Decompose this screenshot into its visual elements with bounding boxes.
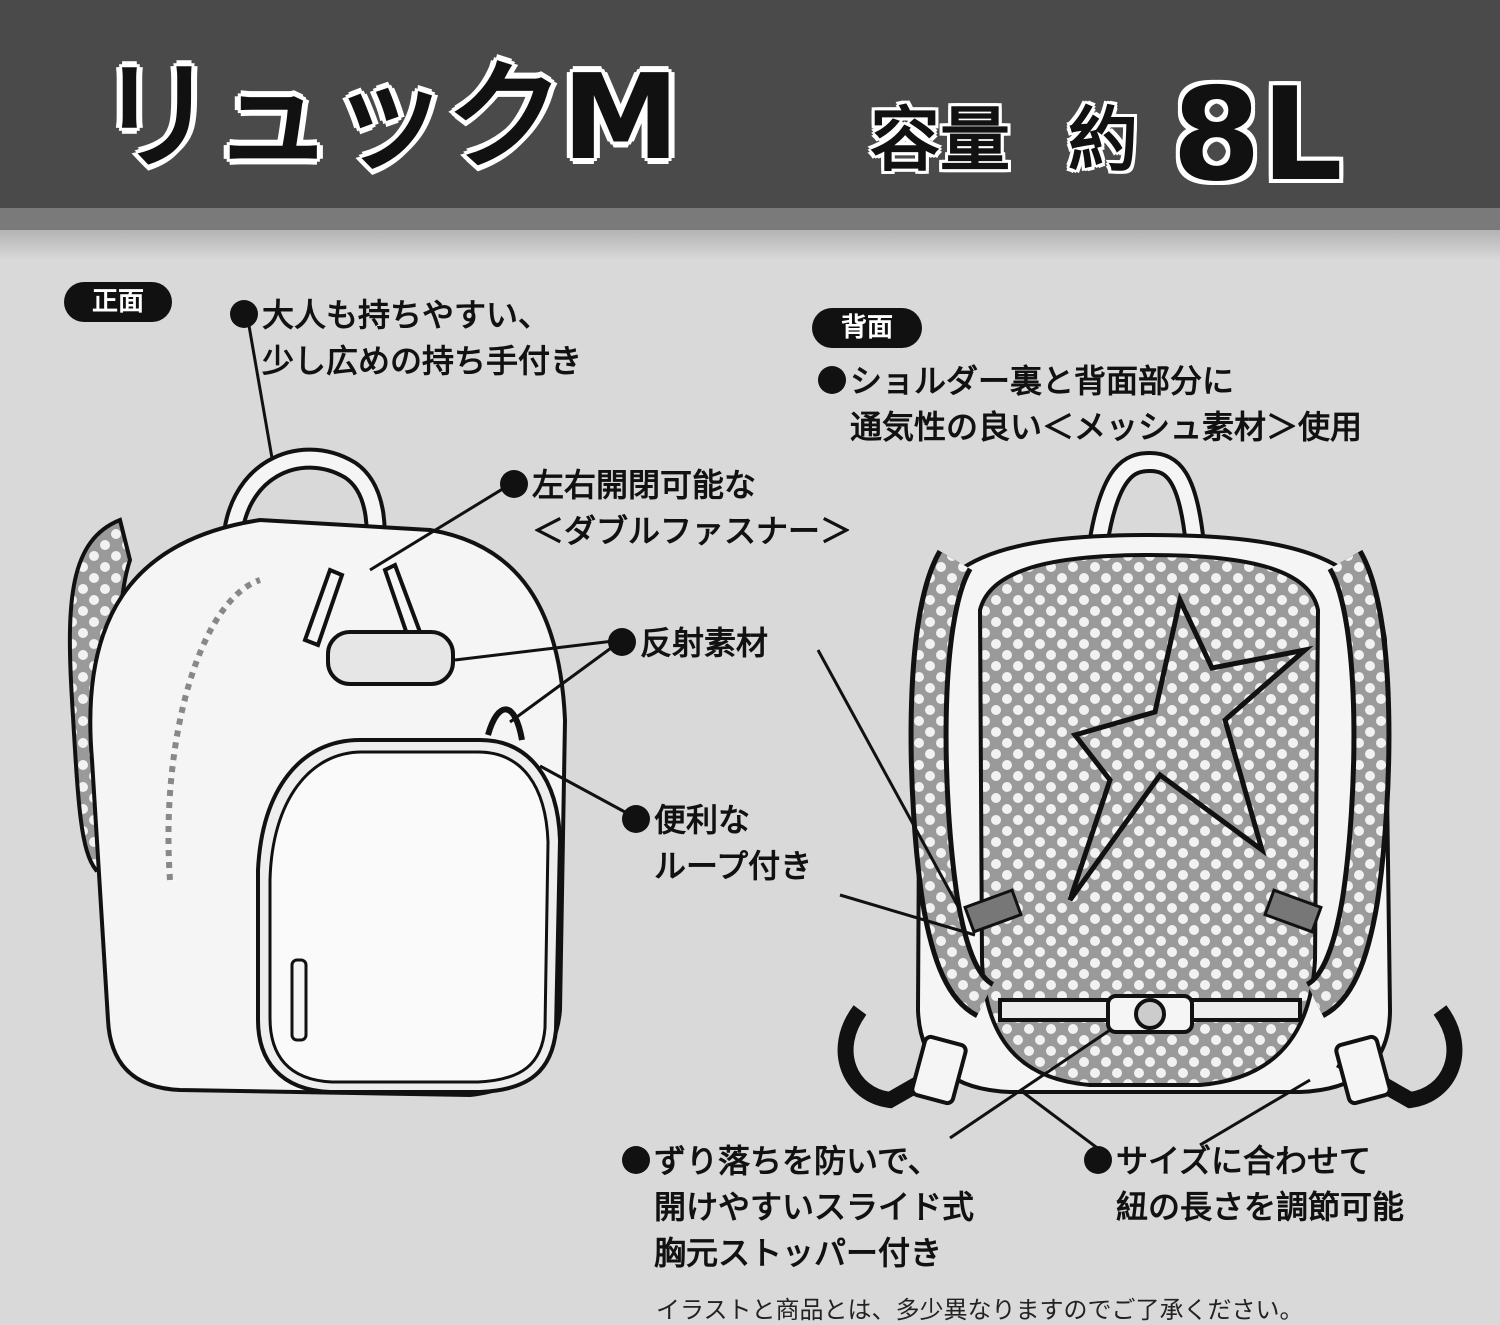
front-view-label: 正面 — [64, 282, 172, 322]
disclaimer-text: イラストと商品とは、多少異なりますのでご了承ください。 — [656, 1290, 1304, 1325]
note-zipper: 左右開閉可能な ＜ダブルファスナー＞ — [500, 462, 852, 554]
note-chest-stopper: ずり落ちを防いで、 開けやすいスライド式 胸元ストッパー付き — [622, 1138, 974, 1276]
note-mesh-line2: 通気性の良い＜メッシュ素材＞使用 — [818, 404, 1362, 450]
bullet-dot — [622, 1146, 650, 1174]
note-strap-adjust: サイズに合わせて 紐の長さを調節可能 — [1084, 1138, 1404, 1230]
bullet-dot — [500, 470, 528, 498]
back-view-label: 背面 — [812, 308, 922, 348]
bullet-dot — [818, 366, 846, 394]
note-strap-line2: 紐の長さを調節可能 — [1084, 1184, 1404, 1230]
bullet-dot — [622, 805, 650, 833]
front-backpack-illustration — [70, 459, 565, 1095]
note-loop-line2: ループ付き — [622, 843, 812, 889]
note-loop: 便利な ループ付き — [622, 797, 812, 889]
note-handle-line1: 大人も持ちやすい、 — [262, 296, 550, 334]
note-handle-line2: 少し広めの持ち手付き — [230, 338, 582, 384]
back-backpack-illustration — [846, 462, 1455, 1104]
note-zipper-line2: ＜ダブルファスナー＞ — [500, 508, 852, 554]
bullet-dot — [230, 300, 258, 328]
bullet-dot — [608, 628, 636, 656]
note-strap-line1: サイズに合わせて — [1116, 1142, 1371, 1180]
note-chest-line2: 開けやすいスライド式 — [622, 1184, 974, 1230]
note-handle: 大人も持ちやすい、 少し広めの持ち手付き — [230, 292, 582, 384]
note-loop-line1: 便利な — [654, 801, 750, 839]
note-chest-line3: 胸元ストッパー付き — [622, 1230, 974, 1276]
note-reflective: 反射素材 — [608, 620, 768, 666]
note-mesh-line1: ショルダー裏と背面部分に — [850, 362, 1234, 400]
note-zipper-line1: 左右開閉可能な — [532, 466, 756, 504]
bullet-dot — [1084, 1146, 1112, 1174]
note-reflective-line1: 反射素材 — [640, 624, 768, 662]
note-chest-line1: ずり落ちを防いで、 — [654, 1142, 940, 1180]
note-mesh: ショルダー裏と背面部分に 通気性の良い＜メッシュ素材＞使用 — [818, 358, 1362, 450]
